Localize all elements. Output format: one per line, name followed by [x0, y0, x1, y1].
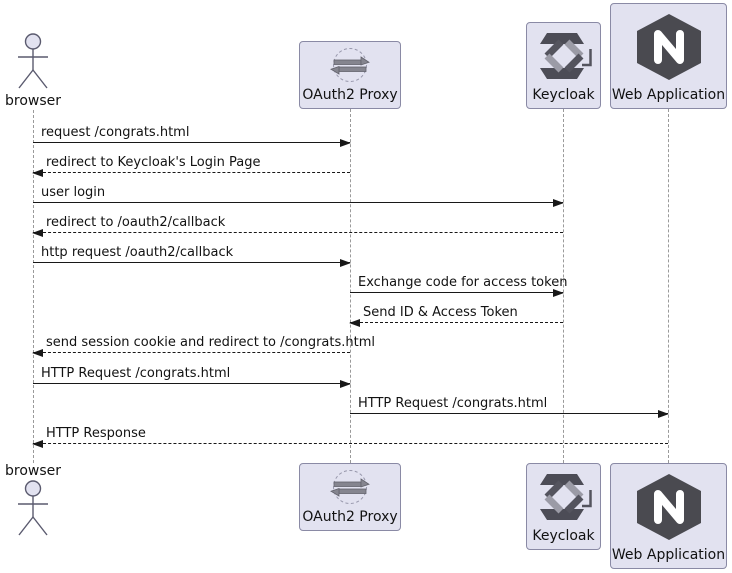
message-line	[33, 202, 563, 203]
message-5-http-request-callback: http request /oauth2/callback	[33, 243, 351, 267]
message-10-http-request-congrats-backend: HTTP Request /congrats.html	[350, 394, 669, 418]
message-label: HTTP Request /congrats.html	[358, 396, 548, 411]
arrowhead-right-icon	[658, 410, 669, 418]
participant-browser-bottom-label: browser	[4, 463, 61, 479]
lifeline-web-application	[668, 109, 669, 463]
message-label: HTTP Request /congrats.html	[41, 366, 231, 381]
lifeline-oauth2-proxy	[350, 109, 351, 463]
message-label: Send ID & Access Token	[363, 305, 518, 320]
person-icon	[18, 480, 48, 536]
participant-keycloak-top: Keycloak	[526, 22, 601, 109]
arrowhead-right-icon	[340, 139, 351, 147]
message-label: request /congrats.html	[41, 125, 190, 140]
message-6-exchange-code: Exchange code for access token	[350, 273, 567, 297]
message-1-request-congrats: request /congrats.html	[33, 123, 351, 147]
proxy-exchange-icon	[328, 468, 372, 506]
message-11-http-response: HTTP Response	[32, 424, 668, 448]
arrowhead-right-icon	[340, 380, 351, 388]
arrowhead-left-icon	[32, 229, 43, 237]
message-line	[33, 383, 350, 384]
message-9-http-request-congrats: HTTP Request /congrats.html	[33, 364, 351, 388]
participant-oauth2-proxy-bottom: OAuth2 Proxy	[299, 463, 401, 531]
keycloak-icon	[534, 29, 594, 83]
participant-web-application-bottom: Web Application	[610, 463, 727, 569]
message-label: Exchange code for access token	[358, 275, 568, 290]
message-2-redirect-login-page: redirect to Keycloak's Login Page	[32, 153, 350, 177]
participant-oauth2-proxy-label: OAuth2 Proxy	[302, 509, 398, 525]
actor-browser-top	[15, 33, 51, 96]
participant-oauth2-proxy-label: OAuth2 Proxy	[302, 87, 398, 103]
message-label: redirect to Keycloak's Login Page	[46, 155, 261, 170]
message-line	[33, 172, 350, 173]
arrowhead-right-icon	[553, 289, 564, 297]
actor-browser-bottom	[15, 480, 51, 543]
participant-keycloak-label: Keycloak	[532, 528, 595, 544]
participant-web-application-top: Web Application	[610, 3, 727, 109]
message-line	[33, 443, 668, 444]
message-label: redirect to /oauth2/callback	[46, 215, 226, 230]
participant-keycloak-label: Keycloak	[532, 87, 595, 103]
message-line	[33, 352, 350, 353]
participant-oauth2-proxy-top: OAuth2 Proxy	[299, 41, 401, 109]
arrowhead-left-icon	[349, 319, 360, 327]
message-line	[33, 232, 563, 233]
message-label: http request /oauth2/callback	[41, 245, 234, 260]
arrowhead-left-icon	[32, 349, 43, 357]
arrowhead-right-icon	[553, 199, 564, 207]
participant-web-application-label: Web Application	[611, 87, 726, 103]
nginx-icon	[632, 12, 706, 82]
message-7-send-tokens: Send ID & Access Token	[349, 303, 563, 327]
message-line	[33, 262, 350, 263]
message-line	[33, 142, 350, 143]
arrowhead-left-icon	[32, 440, 43, 448]
message-line	[350, 292, 563, 293]
message-line	[350, 322, 563, 323]
message-label: send session cookie and redirect to /con…	[46, 335, 375, 350]
message-line	[350, 413, 668, 414]
lifeline-keycloak	[563, 109, 564, 463]
message-label: user login	[41, 185, 106, 200]
participant-browser-top-label: browser	[4, 93, 61, 109]
message-8-session-cookie-redirect: send session cookie and redirect to /con…	[32, 333, 375, 357]
keycloak-icon	[534, 470, 594, 524]
message-label: HTTP Response	[46, 426, 146, 441]
message-4-redirect-callback: redirect to /oauth2/callback	[32, 213, 563, 237]
participant-keycloak-bottom: Keycloak	[526, 463, 601, 550]
person-icon	[18, 33, 48, 89]
message-3-user-login: user login	[33, 183, 564, 207]
nginx-icon	[632, 472, 706, 542]
arrowhead-right-icon	[340, 259, 351, 267]
lifeline-browser	[33, 110, 34, 463]
arrowhead-left-icon	[32, 169, 43, 177]
proxy-exchange-icon	[328, 46, 372, 84]
participant-web-application-label: Web Application	[611, 547, 726, 563]
